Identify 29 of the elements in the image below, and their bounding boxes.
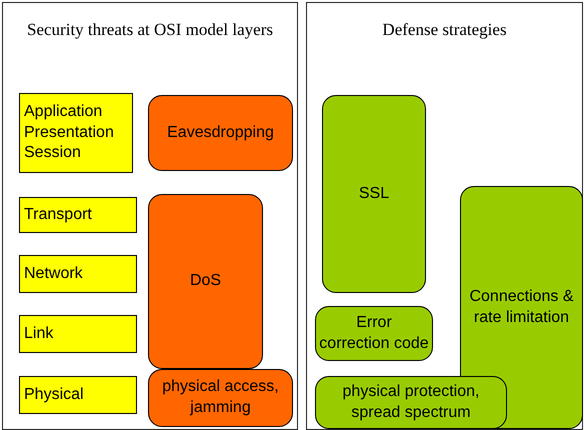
layer-name: Network: [24, 264, 83, 284]
threat-label: physical access, jamming: [161, 377, 280, 418]
threat-label: Eavesdropping: [167, 122, 274, 143]
layer-box: [19, 93, 133, 173]
defense-box: [315, 376, 507, 429]
layer-box: [19, 197, 137, 233]
threat-box: [148, 194, 263, 369]
defense-label: physical protection, spread spectrum: [342, 382, 480, 422]
panel-title: Defense strategies: [381, 19, 508, 41]
layer-name: Link: [24, 324, 54, 344]
panel: [306, 2, 583, 430]
defense-label: Connections & rate limitation: [468, 286, 575, 328]
defense-label: Error correction code: [319, 312, 429, 354]
threat-box: [148, 95, 293, 171]
defense-box: [315, 306, 433, 361]
layer-box: [19, 315, 137, 353]
defense-box: [322, 95, 426, 293]
threat-box: [148, 369, 293, 427]
layer-name: Application: [24, 102, 102, 122]
layer-name: Session: [24, 143, 81, 164]
layer-name: Transport: [24, 204, 92, 225]
layer-box: [19, 255, 137, 293]
layer-name: Presentation: [24, 122, 114, 143]
layer-name: Physical: [24, 384, 84, 405]
panel: [2, 2, 298, 430]
threat-label: DoS: [190, 271, 222, 292]
panel-title: Security threats at OSI model layers: [26, 19, 274, 41]
layer-box: [19, 376, 137, 414]
defense-label: SSL: [358, 184, 390, 204]
